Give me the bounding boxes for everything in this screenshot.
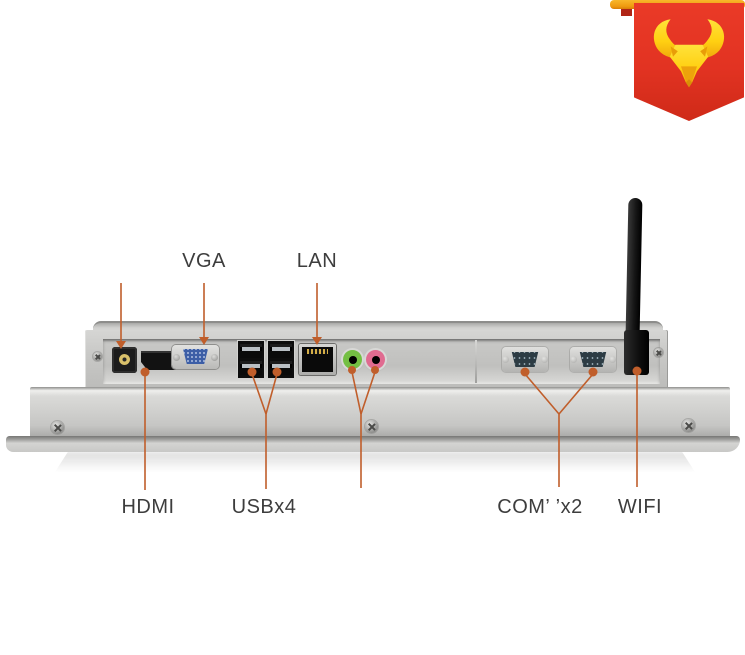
- com-label: COM’ ’x2: [497, 496, 583, 518]
- com-dsub-insert: [579, 352, 607, 367]
- hdmi-label: HDMI: [121, 496, 175, 518]
- com-screw-post: [502, 356, 509, 363]
- com-screw-post: [609, 356, 616, 363]
- wifi-antenna: [625, 197, 643, 337]
- bull-icon: [653, 19, 725, 88]
- vga-dsub-insert: [183, 349, 208, 364]
- com-serial-port-2: [570, 347, 616, 372]
- usb-port: [240, 344, 262, 358]
- usb-port: [270, 361, 292, 375]
- usb-label: USBx4: [231, 496, 297, 518]
- com-dsub-insert: [511, 352, 539, 367]
- com-screw-post: [541, 356, 548, 363]
- usb-port: [270, 344, 292, 358]
- wifi-antenna-base: [624, 330, 649, 375]
- screw-icon: [93, 352, 102, 361]
- vga-label: VGA: [182, 250, 226, 272]
- panel-seam: [475, 340, 477, 383]
- badge-ribbon-fold: [621, 6, 632, 16]
- dc-pin: [119, 354, 130, 365]
- vga-port: [172, 345, 219, 369]
- front-bezel-edge: [30, 387, 730, 438]
- lan-label: LAN: [296, 250, 338, 272]
- wifi-label: WIFI: [617, 496, 663, 518]
- microphone-jack: [366, 350, 385, 369]
- usb-ports-stack-1: [238, 341, 264, 378]
- mounting-flange: [6, 436, 740, 452]
- screw-icon: [682, 419, 695, 432]
- audio-line-out-jack: [343, 350, 362, 369]
- com-screw-post: [570, 356, 577, 363]
- usb-ports-stack-2: [268, 341, 294, 378]
- usb-port: [240, 361, 262, 375]
- screw-icon: [365, 420, 378, 433]
- surface-reflection: [55, 452, 695, 472]
- vga-screw-post: [211, 354, 218, 361]
- brand-badge: [634, 3, 744, 121]
- lan-opening: [302, 347, 333, 372]
- dc-power-jack: [112, 347, 137, 373]
- screw-icon: [51, 421, 64, 434]
- com-serial-port-1: [502, 347, 548, 372]
- vga-screw-post: [173, 354, 180, 361]
- screw-icon: [654, 348, 663, 357]
- lan-port: [299, 344, 336, 375]
- lan-pins: [307, 349, 328, 354]
